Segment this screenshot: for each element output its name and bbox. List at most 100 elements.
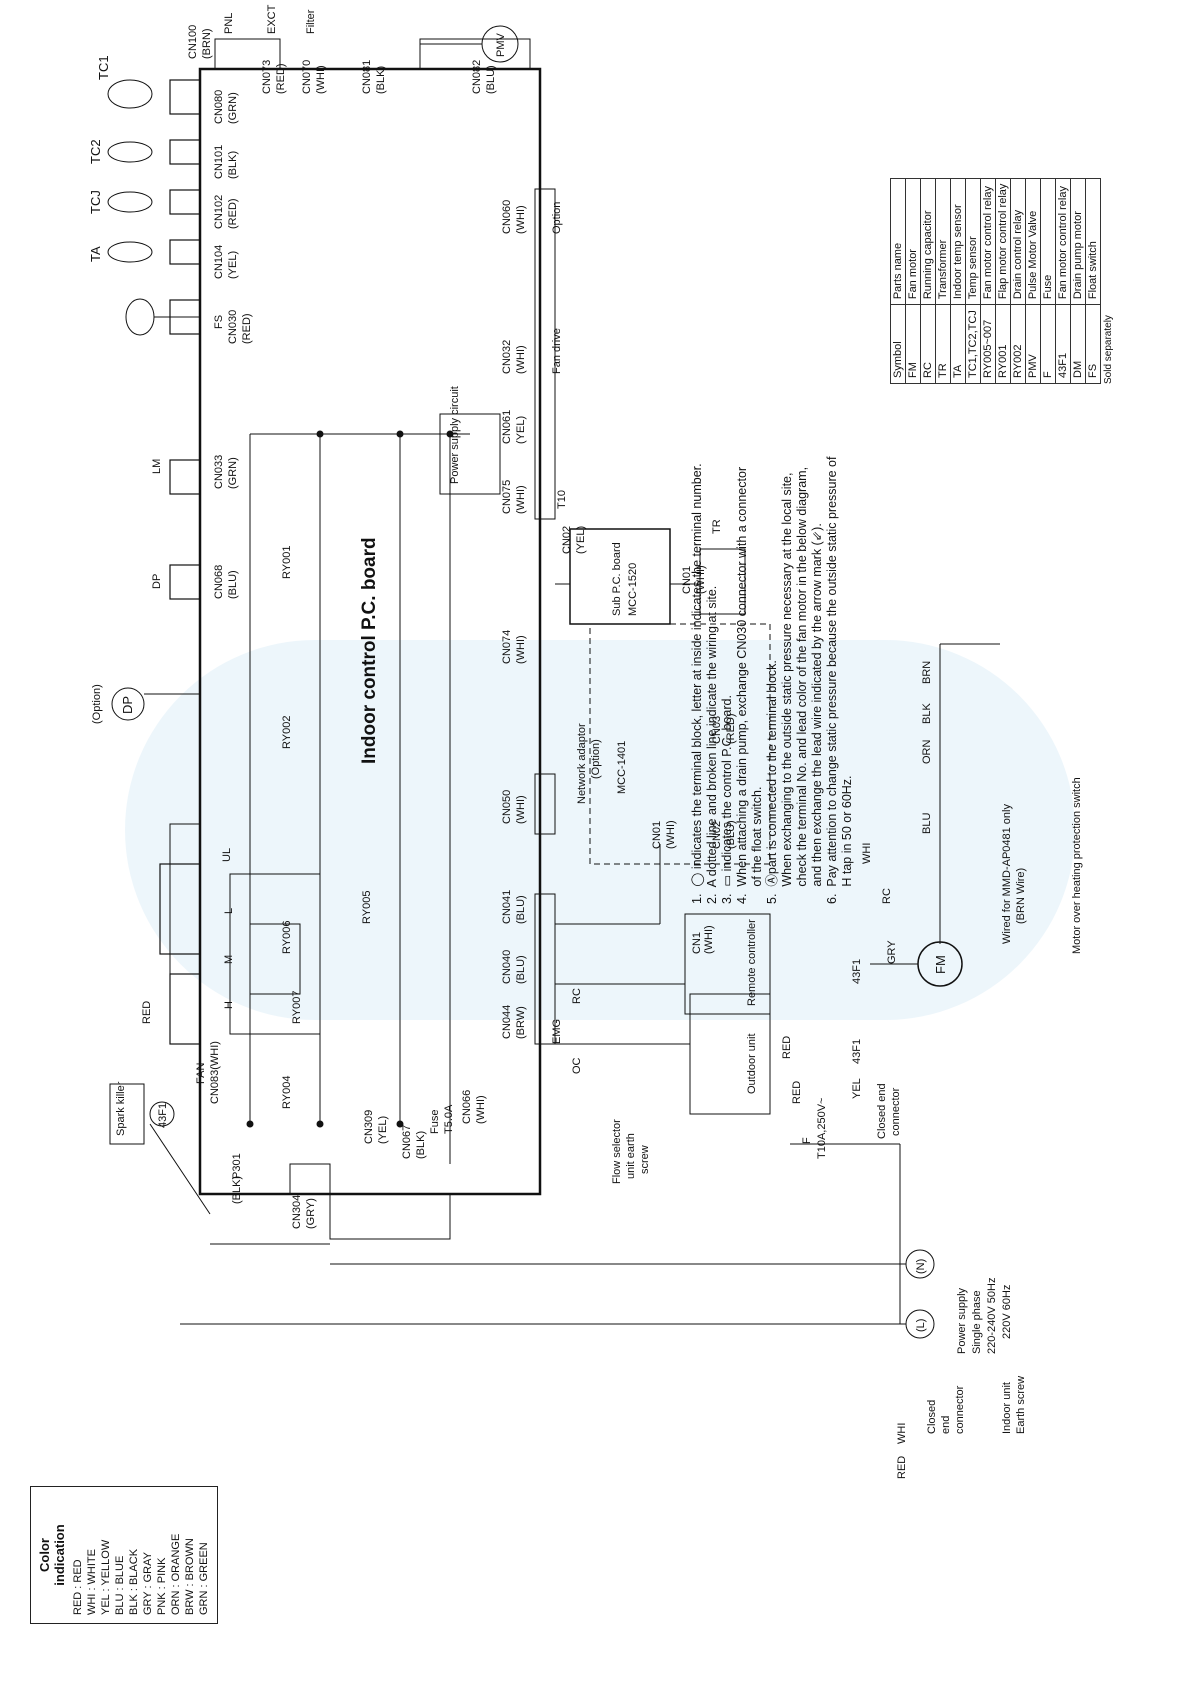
legend-entry: RED : RED bbox=[72, 1559, 84, 1615]
parts-name: Temp sensor bbox=[965, 178, 981, 305]
svg-text:RC: RC bbox=[571, 988, 583, 1004]
svg-text:RED: RED bbox=[141, 1001, 153, 1024]
svg-text:(RED): (RED) bbox=[725, 713, 737, 744]
legend-entry: PNK : PINK bbox=[156, 1557, 168, 1615]
svg-text:CN01: CN01 bbox=[681, 566, 693, 594]
svg-text:FM: FM bbox=[933, 955, 948, 974]
svg-text:Sub P.C. board: Sub P.C. board bbox=[611, 542, 623, 616]
svg-text:(WHI): (WHI) bbox=[315, 65, 327, 94]
parts-symbol: TR bbox=[935, 304, 951, 384]
svg-text:CN032: CN032 bbox=[501, 340, 513, 374]
svg-text:(BLK): (BLK) bbox=[231, 1176, 243, 1204]
svg-text:TR: TR bbox=[711, 519, 723, 534]
svg-text:CN100: CN100 bbox=[187, 25, 199, 59]
parts-name: Fuse bbox=[1040, 178, 1056, 305]
note-line: 2. A dotted line and broken line indicat… bbox=[705, 585, 719, 904]
svg-text:(Option): (Option) bbox=[590, 739, 602, 779]
svg-text:CN067: CN067 bbox=[401, 1125, 413, 1159]
svg-text:(GRY): (GRY) bbox=[305, 1198, 317, 1229]
note-line: 5. Ⓐpart is connected to the terminal bl… bbox=[765, 660, 779, 904]
svg-text:Flow selector: Flow selector bbox=[611, 1119, 623, 1184]
svg-text:BLK: BLK bbox=[921, 703, 933, 724]
fan-relay-block bbox=[229, 873, 321, 1035]
fan-motor-relay-43f1: F T10A,250V~ RED YEL Closed end connecto… bbox=[781, 959, 902, 1159]
parts-name: Transformer bbox=[935, 178, 951, 305]
svg-text:(WHI): (WHI) bbox=[703, 925, 715, 954]
svg-text:CN050: CN050 bbox=[501, 790, 513, 824]
float-switch-fs: FS CN030 (RED) bbox=[125, 298, 253, 344]
wiring-lines bbox=[144, 43, 1000, 1325]
bottom-connector-row: CN060 (WHI) Option CN032 (WHI) Fan drive… bbox=[461, 188, 568, 1124]
svg-text:CN070: CN070 bbox=[301, 60, 313, 94]
svg-text:Fan drive: Fan drive bbox=[551, 328, 563, 374]
svg-text:(BLK): (BLK) bbox=[375, 66, 387, 94]
svg-text:PNL: PNL bbox=[223, 13, 235, 34]
note-line: of the float switch. bbox=[750, 786, 764, 904]
svg-text:CN061: CN061 bbox=[501, 410, 513, 444]
fan-connector: CN083(WHI) FAN UL L M H RED bbox=[141, 823, 235, 1104]
svg-text:CN073: CN073 bbox=[261, 60, 273, 94]
sold-separately: Sold separately bbox=[1103, 315, 1114, 384]
svg-text:(BLU): (BLU) bbox=[725, 820, 737, 849]
svg-text:PMV: PMV bbox=[495, 33, 507, 58]
svg-text:Fuse: Fuse bbox=[429, 1110, 441, 1134]
cn102-color: (RED) bbox=[227, 198, 239, 229]
cn033-label: CN033 bbox=[213, 455, 225, 489]
parts-symbol: TA bbox=[950, 304, 966, 384]
note-line: 3. ▭ indicates the control P.C. board. bbox=[720, 695, 734, 904]
svg-text:DP: DP bbox=[120, 696, 135, 714]
note-line: When exchanging to the outside static pr… bbox=[780, 472, 794, 904]
svg-text:Closed end: Closed end bbox=[876, 1083, 888, 1139]
svg-text:(BLK): (BLK) bbox=[415, 1131, 427, 1159]
svg-text:(BLU): (BLU) bbox=[485, 65, 497, 94]
svg-text:MCC-1401: MCC-1401 bbox=[616, 741, 628, 794]
parts-name: Fan motor bbox=[905, 178, 921, 305]
svg-text:L: L bbox=[223, 908, 235, 914]
svg-text:(WHI): (WHI) bbox=[515, 635, 527, 664]
svg-text:CN02: CN02 bbox=[561, 526, 573, 554]
svg-text:MCC-1520: MCC-1520 bbox=[627, 563, 639, 616]
power-supply-circuit: Power supply circuit bbox=[439, 386, 501, 495]
network-adaptor: Network adaptor (Option) MCC-1401 CN01 (… bbox=[576, 623, 771, 865]
svg-text:(BRN Wire): (BRN Wire) bbox=[1015, 868, 1027, 924]
note-line: and then exchange the lead wire indicate… bbox=[810, 523, 824, 904]
svg-text:(BRW): (BRW) bbox=[515, 1006, 527, 1039]
ry007-label: RY007 bbox=[291, 991, 303, 1024]
svg-text:P301: P301 bbox=[231, 1153, 243, 1179]
legend-entry: BLK : BLACK bbox=[128, 1548, 140, 1615]
parts-header-symbol: Symbol bbox=[890, 304, 906, 384]
svg-text:CN083(WHI): CN083(WHI) bbox=[209, 1041, 221, 1104]
parts-name: Indoor temp sensor bbox=[950, 178, 966, 305]
parts-name: Float switch bbox=[1085, 178, 1101, 305]
cn068-color: (BLU) bbox=[227, 570, 239, 599]
svg-text:Closed: Closed bbox=[926, 1400, 938, 1434]
svg-text:CN044: CN044 bbox=[501, 1005, 513, 1039]
svg-text:FAN: FAN bbox=[195, 1063, 207, 1084]
top-connector-row bbox=[159, 79, 201, 1045]
svg-text:CN081: CN081 bbox=[361, 60, 373, 94]
watermark bbox=[125, 640, 1075, 1020]
svg-text:EMG: EMG bbox=[551, 1019, 563, 1044]
svg-text:T5.0A: T5.0A bbox=[443, 1104, 455, 1134]
svg-text:TA: TA bbox=[88, 246, 103, 262]
svg-text:Earth screw: Earth screw bbox=[1015, 1376, 1027, 1434]
sensor-tc2: TC2 bbox=[88, 139, 153, 164]
svg-text:BLU: BLU bbox=[921, 813, 933, 834]
parts-symbol: RY001 bbox=[995, 304, 1011, 384]
legend-title-1: Color bbox=[37, 1538, 52, 1572]
svg-text:CN066: CN066 bbox=[461, 1090, 473, 1124]
svg-text:(WHI): (WHI) bbox=[515, 345, 527, 374]
cn080-label: CN080 bbox=[213, 90, 225, 124]
parts-symbol: FM bbox=[905, 304, 921, 384]
svg-text:TC1: TC1 bbox=[96, 55, 111, 80]
dp-label: DP bbox=[151, 574, 163, 589]
note-line: 1. ◯ indicates the terminal block, lette… bbox=[690, 463, 704, 904]
cn101-color: (BLK) bbox=[227, 151, 239, 179]
svg-text:Power supply: Power supply bbox=[956, 1287, 968, 1354]
svg-text:(RED): (RED) bbox=[275, 63, 287, 94]
svg-text:TC2: TC2 bbox=[88, 139, 103, 164]
